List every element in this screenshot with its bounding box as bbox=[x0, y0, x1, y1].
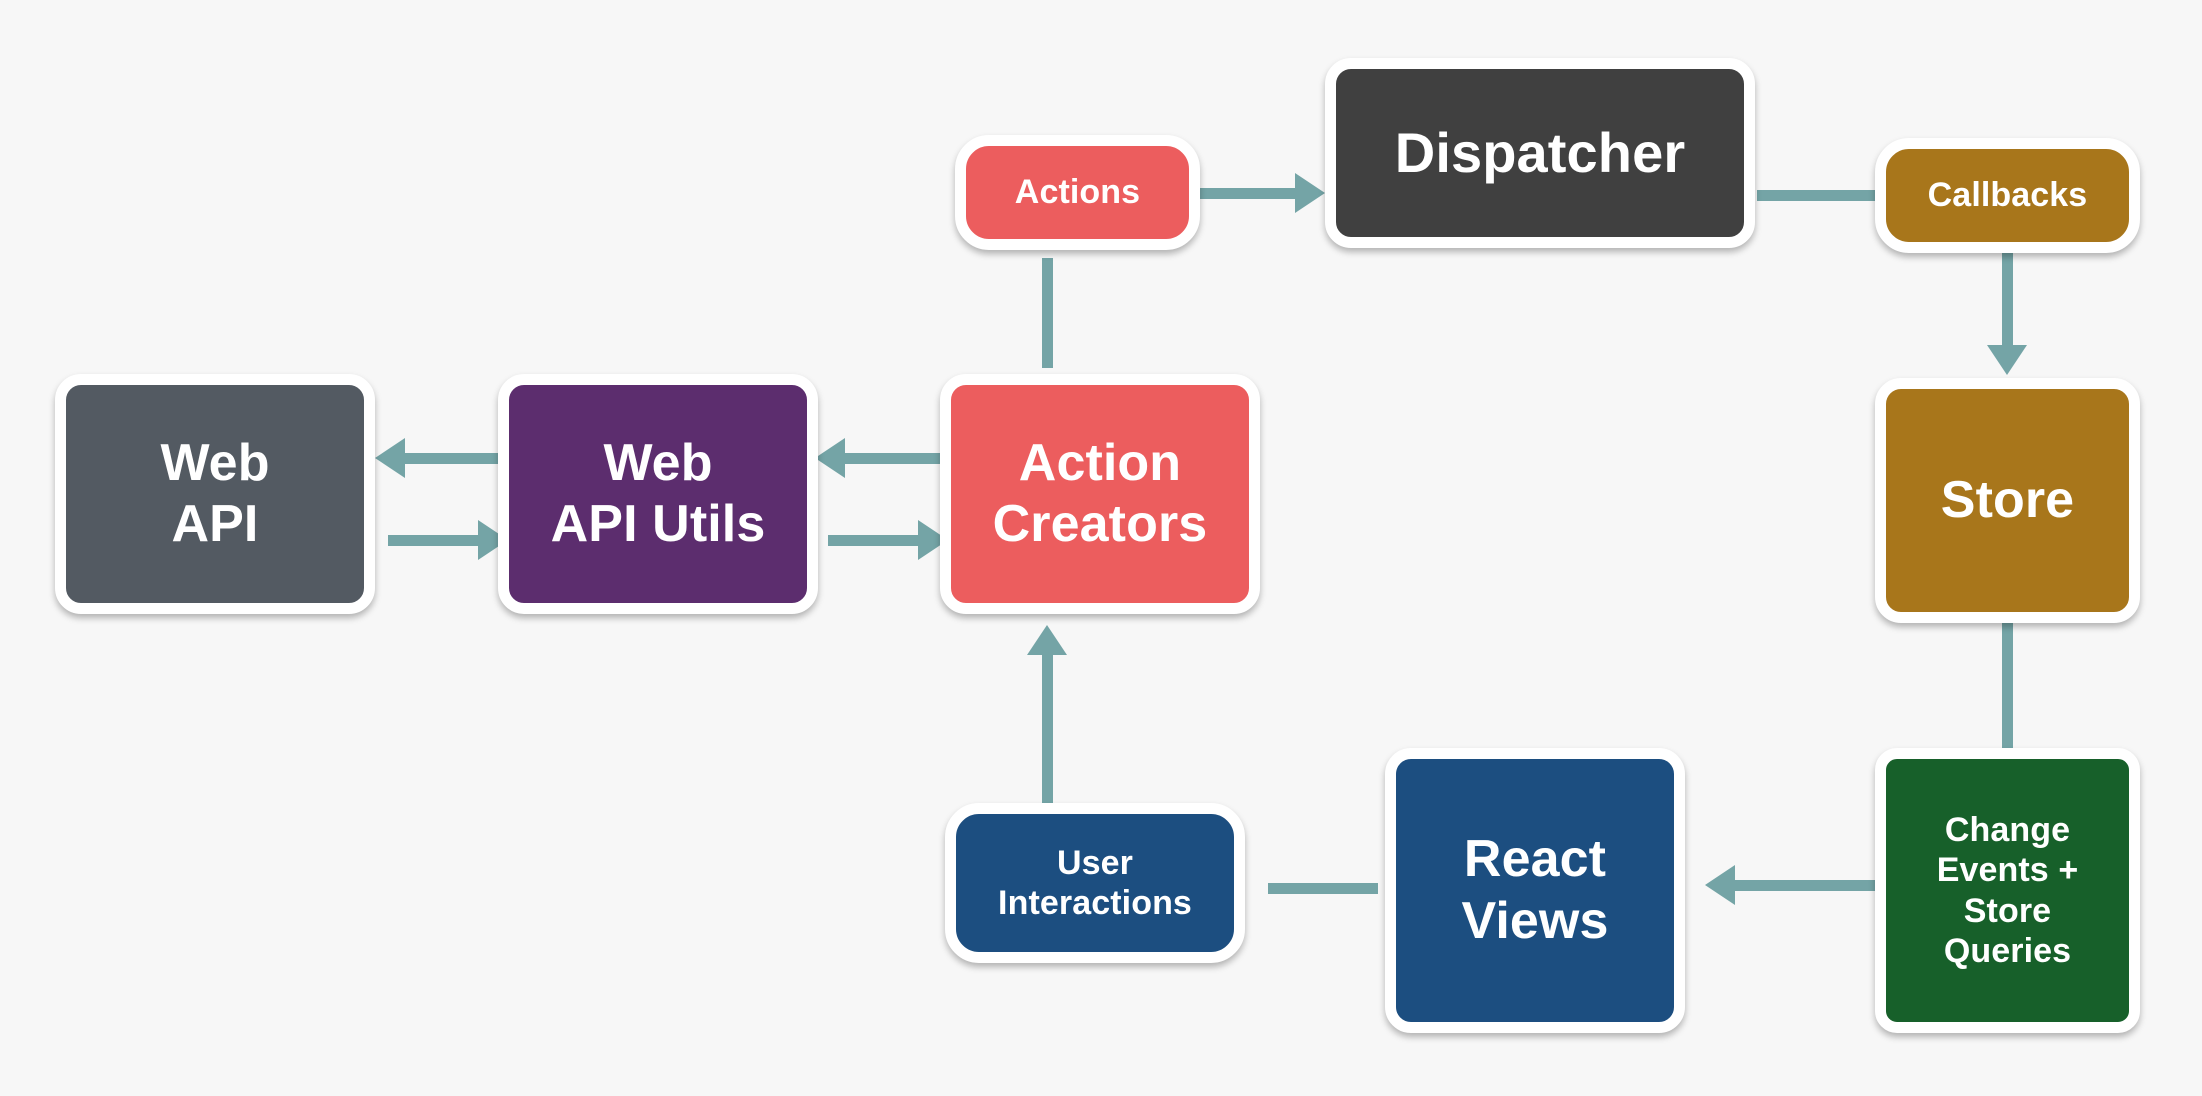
edge-callbacks-to-store bbox=[2002, 250, 2013, 360]
node-callbacks[interactable]: Callbacks bbox=[1875, 138, 2140, 253]
arrowhead-web-api-utils-to-web-api bbox=[375, 438, 405, 478]
node-change-events-store-queries[interactable]: Change Events + Store Queries bbox=[1875, 748, 2140, 1033]
arrowhead-actions-to-dispatcher bbox=[1295, 173, 1325, 213]
node-store[interactable]: Store bbox=[1875, 378, 2140, 623]
edge-dispatcher-to-callbacks bbox=[1757, 190, 1877, 201]
edge-web-api-utils-to-action-creators bbox=[828, 535, 928, 546]
arrowhead-callbacks-to-store bbox=[1987, 345, 2027, 375]
node-web-api-utils[interactable]: Web API Utils bbox=[498, 374, 818, 614]
edge-action-creators-to-web-api-utils bbox=[845, 453, 950, 464]
arrowhead-change-events-to-react-views bbox=[1705, 865, 1735, 905]
edge-web-api-utils-to-web-api bbox=[405, 453, 510, 464]
node-react-views[interactable]: React Views bbox=[1385, 748, 1685, 1033]
node-user-interactions[interactable]: User Interactions bbox=[945, 803, 1245, 963]
node-action-creators[interactable]: Action Creators bbox=[940, 374, 1260, 614]
node-actions[interactable]: Actions bbox=[955, 135, 1200, 250]
edge-actions-to-dispatcher bbox=[1195, 188, 1305, 199]
edge-store-to-change-events bbox=[2002, 620, 2013, 750]
node-web-api[interactable]: Web API bbox=[55, 374, 375, 614]
edge-change-events-to-react-views bbox=[1735, 880, 1890, 891]
node-dispatcher[interactable]: Dispatcher bbox=[1325, 58, 1755, 248]
edge-action-creators-to-actions bbox=[1042, 258, 1053, 368]
arrowhead-action-creators-to-web-api-utils bbox=[815, 438, 845, 478]
edge-web-api-to-web-api-utils bbox=[388, 535, 488, 546]
arrowhead-user-interactions-to-action-creators bbox=[1027, 625, 1067, 655]
edge-user-interactions-to-action-creators bbox=[1042, 655, 1053, 815]
edge-react-views-to-user-interactions bbox=[1268, 883, 1378, 894]
